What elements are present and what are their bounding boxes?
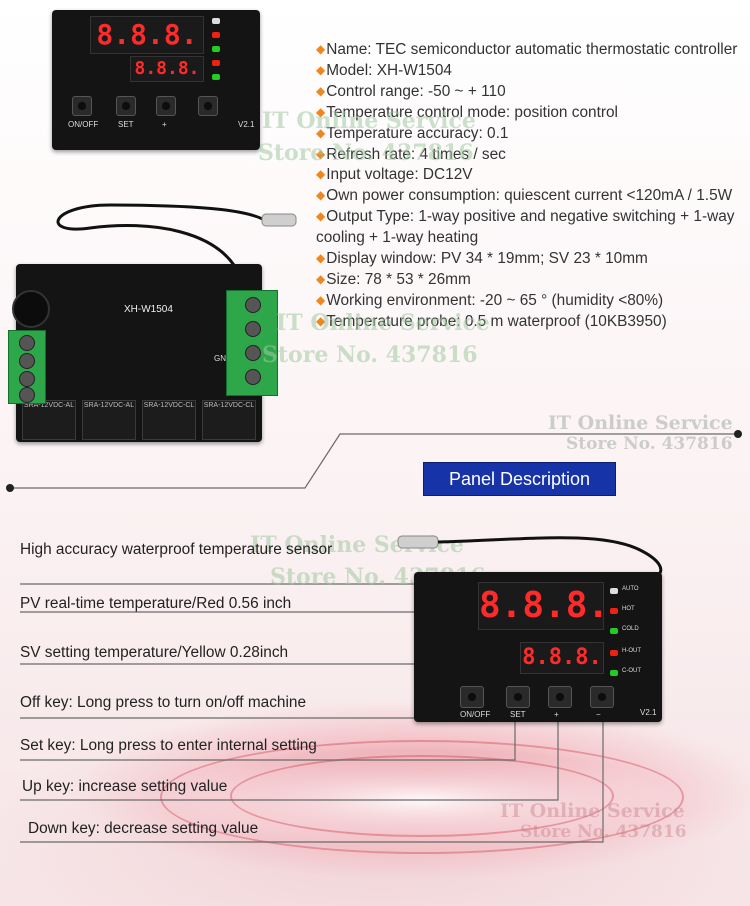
controller-back-board: XH-W1504 GND SRA-12VDC-AL SRA-12VDC-AL S… xyxy=(16,264,262,442)
gnd-label: GND xyxy=(214,354,232,363)
spec-item: ◆Control range: -50 ~ + 110 xyxy=(316,82,506,100)
terminal-block-right xyxy=(226,290,278,396)
label-version: V2.1 xyxy=(640,708,657,717)
led-h-out xyxy=(212,60,220,66)
led-cold xyxy=(610,628,618,634)
bullet-icon: ◆ xyxy=(316,271,326,286)
callout-up-key: Up key: increase setting value xyxy=(22,778,228,795)
up-key[interactable] xyxy=(548,686,572,708)
sv-display: 8.8.8. xyxy=(130,56,204,82)
bullet-icon: ◆ xyxy=(316,167,326,182)
spec-item: ◆Output Type: 1-way positive and negativ… xyxy=(316,208,735,247)
relay-1: SRA-12VDC-AL xyxy=(22,400,76,440)
bullet-icon: ◆ xyxy=(316,42,326,56)
ripple-ring xyxy=(230,755,614,837)
label-h-out: H-OUT xyxy=(622,648,641,654)
panel-description-title: Panel Description xyxy=(423,462,616,496)
buzzer xyxy=(12,290,50,328)
led-cold xyxy=(212,46,220,52)
relay-4: SRA-12VDC-CL xyxy=(202,400,256,440)
controller-front-board: 8.8.8. 8.8.8. ON/OFF SET + V2.1 xyxy=(52,10,260,150)
bullet-icon: ◆ xyxy=(316,125,326,140)
label-minus: − xyxy=(596,710,601,719)
callout-set-key: Set key: Long press to enter internal se… xyxy=(20,737,317,754)
down-key[interactable] xyxy=(590,686,614,708)
spec-item: ◆Model: XH-W1504 xyxy=(316,61,452,79)
set-key[interactable] xyxy=(506,686,530,708)
relay-2: SRA-12VDC-AL xyxy=(82,400,136,440)
spec-item: ◆Working environment: -20 ~ 65 ° (humidi… xyxy=(316,291,664,309)
bullet-icon: ◆ xyxy=(316,188,326,203)
label-set: SET xyxy=(118,120,134,129)
spec-list: ◆Name: TEC semiconductor automatic therm… xyxy=(316,40,746,333)
callout-sv: SV setting temperature/Yellow 0.28inch xyxy=(20,644,289,661)
spec-item: ◆Temperature accuracy: 0.1 xyxy=(316,124,509,142)
bullet-icon: ◆ xyxy=(316,62,326,77)
label-set: SET xyxy=(510,710,526,719)
callout-sensor: High accuracy waterproof temperature sen… xyxy=(20,541,333,558)
bullet-icon: ◆ xyxy=(316,146,326,161)
bullet-icon: ◆ xyxy=(316,251,326,266)
bullet-icon: ◆ xyxy=(316,83,326,98)
model-label: XH-W1504 xyxy=(124,304,173,315)
led-auto xyxy=(212,18,220,24)
label-version: V2.1 xyxy=(238,120,255,129)
panel-board: 8.8.8. 8.8.8. AUTO HOT COLD H-OUT C-OUT … xyxy=(414,572,662,722)
spec-item: ◆Name: TEC semiconductor automatic therm… xyxy=(316,41,738,58)
on-off-key[interactable] xyxy=(460,686,484,708)
label-on-off: ON/OFF xyxy=(68,120,99,129)
bullet-icon: ◆ xyxy=(316,104,326,119)
bullet-icon: ◆ xyxy=(316,209,326,224)
label-cold: COLD xyxy=(622,626,639,632)
pv-display: 8.8.8. xyxy=(478,582,609,630)
label-on-off: ON/OFF xyxy=(460,710,491,719)
spec-item: ◆Refresh rate: 4 times / sec xyxy=(316,145,506,163)
spec-item: ◆Display window: PV 34 * 19mm; SV 23 * 1… xyxy=(316,250,648,268)
led-hot xyxy=(212,32,220,38)
pv-display: 8.8.8. xyxy=(90,16,204,54)
label-auto: AUTO xyxy=(622,586,639,592)
label-plus: + xyxy=(162,120,167,129)
callout-down-key: Down key: decrease setting value xyxy=(28,820,259,837)
label-c-out: C-OUT xyxy=(622,668,641,674)
led-h-out xyxy=(610,650,618,656)
on-off-key[interactable] xyxy=(72,96,92,116)
callout-pv: PV real-time temperature/Red 0.56 inch xyxy=(20,595,292,612)
terminal-block-left xyxy=(8,330,46,404)
sv-display: 8.8.8. xyxy=(520,642,604,674)
set-key[interactable] xyxy=(116,96,136,116)
up-key[interactable] xyxy=(156,96,176,116)
label-plus: + xyxy=(554,710,559,719)
led-c-out xyxy=(610,670,618,676)
bullet-icon: ◆ xyxy=(316,292,326,307)
bullet-icon: ◆ xyxy=(316,313,326,328)
down-key[interactable] xyxy=(198,96,218,116)
led-c-out xyxy=(212,74,220,80)
spec-item: ◆Temperature control mode: position cont… xyxy=(316,103,618,121)
spec-item: ◆Own power consumption: quiescent curren… xyxy=(316,187,733,205)
spec-item: ◆Temperature probe: 0.5 m waterproof (10… xyxy=(316,312,667,330)
relay-3: SRA-12VDC-CL xyxy=(142,400,196,440)
ripple-ring xyxy=(160,740,684,854)
led-auto xyxy=(610,588,618,594)
spec-item: ◆Input voltage: DC12V xyxy=(316,166,473,184)
callout-off-key: Off key: Long press to turn on/off machi… xyxy=(20,694,307,711)
label-hot: HOT xyxy=(622,606,635,612)
led-hot xyxy=(610,608,618,614)
spec-item: ◆Size: 78 * 53 * 26mm xyxy=(316,270,471,288)
